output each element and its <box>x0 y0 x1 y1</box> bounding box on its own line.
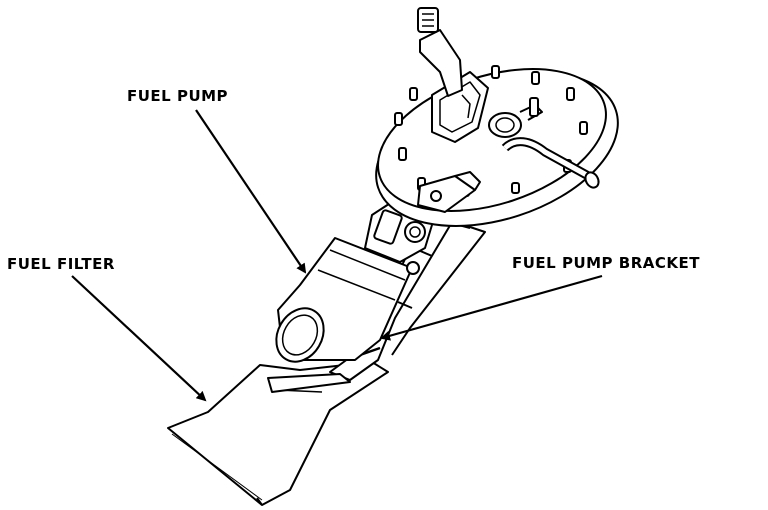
fuel-pump-label: FUEL PUMP <box>127 87 229 105</box>
leader-lines <box>71 109 603 402</box>
fuel-filter-leader-arrow <box>71 275 207 402</box>
fuel-pump-bracket-leader-arrow <box>380 274 603 341</box>
fuel-pump-bracket-label: FUEL PUMP BRACKET <box>512 254 700 272</box>
fuel-pump-flange-drawing <box>375 7 619 227</box>
fuel-filter-label: FUEL FILTER <box>7 255 115 273</box>
fuel-pump-leader-arrow <box>195 109 307 274</box>
